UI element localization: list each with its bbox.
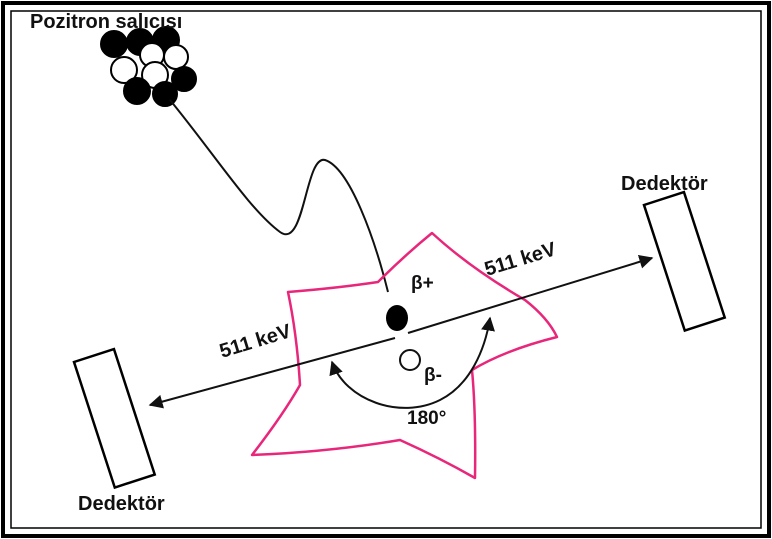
- energy-label-left: 511 keV: [217, 320, 294, 363]
- detector-right: [642, 190, 727, 333]
- angle-arc: [329, 316, 495, 409]
- detector-left: [72, 347, 157, 490]
- energy-label-right: 511 keV: [482, 238, 559, 281]
- source-label: Pozitron salıcısı: [30, 11, 182, 33]
- detector-left-label: Dedektör: [78, 493, 165, 515]
- photon-arrow-right: [407, 255, 654, 334]
- angle-label: 180°: [407, 408, 446, 429]
- beta-plus-label: β+: [411, 273, 434, 294]
- tissue-outline: [250, 231, 559, 480]
- beta-minus-particle: [399, 349, 421, 371]
- beta-plus-particle: [386, 305, 408, 331]
- positron-emitter-nucleus: [100, 26, 197, 107]
- inner-frame: [10, 10, 762, 529]
- detector-right-label: Dedektör: [621, 173, 708, 195]
- positron-path: [169, 99, 389, 293]
- beta-minus-label: β-: [424, 365, 442, 386]
